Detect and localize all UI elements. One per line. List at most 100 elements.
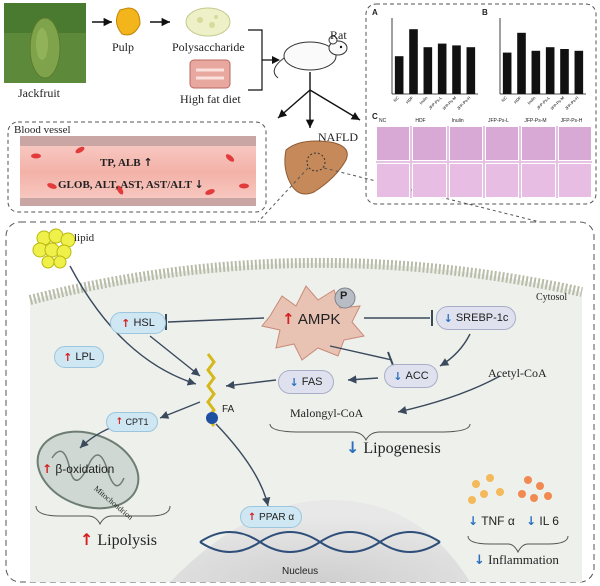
- arrow-srebp-acc: [439, 333, 471, 367]
- ampk-arrow: ↑: [282, 310, 295, 328]
- inflammation-arrow: ↓: [474, 553, 485, 568]
- lpl-node: ↑ LPL: [54, 346, 104, 368]
- bracket-connector: [248, 29, 272, 91]
- acc-arrow: ↓: [393, 369, 403, 383]
- lipogenesis-text: Lipogenesis: [363, 440, 441, 457]
- histology-tile-bottom-2: [448, 163, 483, 198]
- rat-icon: [273, 35, 348, 79]
- arrow-cpt1-mito: [79, 427, 111, 449]
- histology-label-1: HDF: [415, 118, 426, 124]
- vessel-lumen: [20, 146, 256, 198]
- chart-a-bar-1: [409, 29, 418, 95]
- histology-label-5: JFP-Ps-H: [560, 118, 583, 124]
- histology-label-3: JFP-Ps-L: [487, 118, 509, 124]
- ampk-label: ↑ AMPK: [282, 310, 340, 328]
- dna-helix: [199, 531, 441, 553]
- lpl-text: LPL: [75, 351, 95, 363]
- inflammation-brace: [467, 535, 569, 554]
- chart-b-tick-1: HDF: [513, 95, 523, 105]
- vessel-line-1: TP, ALB ↑: [100, 156, 153, 169]
- panel-label-b: B: [482, 8, 488, 17]
- cell-membrane: [30, 262, 582, 582]
- label-jackfruit: Jackfruit: [18, 86, 60, 100]
- lipogenesis-brace: [269, 423, 471, 442]
- label-rat: Rat: [330, 28, 347, 42]
- mitochondrion: [36, 430, 140, 510]
- histology-label-2: Inulin: [451, 118, 464, 124]
- fas-node: ↓ FAS: [278, 370, 334, 394]
- chart-a-bar-5: [466, 47, 476, 94]
- phospho-label: P: [340, 290, 348, 302]
- red-blood-cells: [31, 146, 249, 195]
- liver-icon: [284, 140, 348, 195]
- vessel-line-2-arrow: ↓: [194, 178, 204, 191]
- arrow-fas-fa: [225, 379, 277, 390]
- chart-b-bar-1: [517, 32, 526, 94]
- chart-a-tick-2: Inulin: [418, 95, 428, 105]
- histology-tile-bottom-5: [557, 163, 592, 198]
- arrow-acc-fas: [347, 375, 379, 384]
- lipogenesis-label: ↓ Lipogenesis: [346, 438, 441, 458]
- inflammation-label: ↓ Inflammation: [474, 552, 559, 568]
- il6-text: IL 6: [539, 514, 559, 528]
- inhibit-ampk-acc: [329, 345, 393, 361]
- tnf-arrow: ↓: [468, 514, 479, 528]
- cytokine-tnf-dots: [468, 474, 504, 504]
- pulp-icon: [116, 7, 141, 36]
- chart-a-bar-0: [394, 56, 404, 94]
- tnf-label: ↓ TNF α: [468, 514, 515, 528]
- blood-vessel-box: [7, 121, 267, 213]
- chart-a-bar-3: [437, 43, 447, 94]
- label-pulp: Pulp: [112, 40, 135, 54]
- histology-tiles: NC HDF Inulin JFP-Ps-L JFP-Ps-M JFP-Ps-H: [376, 118, 592, 198]
- vessel-line-2-text: GLOB, ALT, AST, AST/ALT: [58, 179, 192, 191]
- blood-vessel-title: Blood vessel: [14, 124, 71, 136]
- panel-label-a: A: [372, 8, 378, 17]
- inhibit-ampk-hsl: [167, 317, 265, 323]
- histology-label-4: JFP-Ps-M: [524, 118, 547, 124]
- hsl-node: ↑ HSL: [110, 312, 166, 334]
- histology-tile-top-5: JFP-Ps-H: [557, 118, 592, 161]
- histology-tile-bottom-0: [376, 163, 411, 198]
- beta-oxidation-arrow: ↑: [42, 462, 53, 476]
- histology-tile-top-2: Inulin: [448, 118, 483, 161]
- il6-arrow: ↓: [526, 514, 537, 528]
- label-cytosol: Cytosol: [536, 292, 568, 303]
- srebp-arrow: ↓: [443, 311, 453, 325]
- lipolysis-arrow: ↑: [80, 530, 94, 549]
- vessel-wall-top: [20, 136, 256, 146]
- fas-text: FAS: [301, 376, 323, 388]
- histology-tile-top-1: HDF: [412, 118, 447, 161]
- ampk-text: AMPK: [297, 311, 341, 328]
- charts-panel-box: [365, 3, 597, 205]
- histology-tile-top-0: NC: [376, 118, 411, 161]
- phospho-circle: [334, 287, 356, 309]
- chart-a-bar-2: [423, 47, 433, 94]
- histology-tile-bottom-1: [412, 163, 447, 198]
- chart-a-bar-4: [452, 45, 461, 94]
- vessel-line-1-text: TP, ALB: [100, 157, 141, 169]
- fas-arrow: ↓: [289, 375, 299, 389]
- histology-label-0: NC: [379, 118, 387, 124]
- label-nafld: NAFLD: [318, 130, 359, 144]
- lipogenesis-arrow: ↓: [346, 438, 360, 457]
- panel-label-c: C: [372, 112, 378, 121]
- beta-oxidation-text: β-oxidation: [55, 462, 115, 476]
- cpt1-arrow: ↑: [115, 417, 123, 427]
- polysaccharide-icon: [185, 7, 231, 37]
- hsl-text: HSL: [133, 317, 155, 329]
- label-high-fat-diet: High fat diet: [180, 92, 241, 106]
- ppar-node: ↑ PPAR α: [240, 506, 302, 528]
- inflammation-text: Inflammation: [488, 552, 559, 567]
- tnf-text: TNF α: [481, 514, 515, 528]
- hsl-arrow: ↑: [121, 316, 131, 330]
- lipolysis-label: ↑ Lipolysis: [80, 530, 157, 550]
- histology-tile-top-4: JFP-Ps-M: [521, 118, 556, 161]
- cpt1-node: ↑ CPT1: [106, 412, 158, 432]
- label-malongyl-coa: Malongyl-CoA: [290, 406, 364, 420]
- vessel-line-1-arrow: ↑: [143, 156, 153, 169]
- lipid-droplets: [32, 228, 76, 269]
- chart-b-bar-4: [560, 49, 569, 94]
- cytokine-il6-dots: [518, 476, 552, 502]
